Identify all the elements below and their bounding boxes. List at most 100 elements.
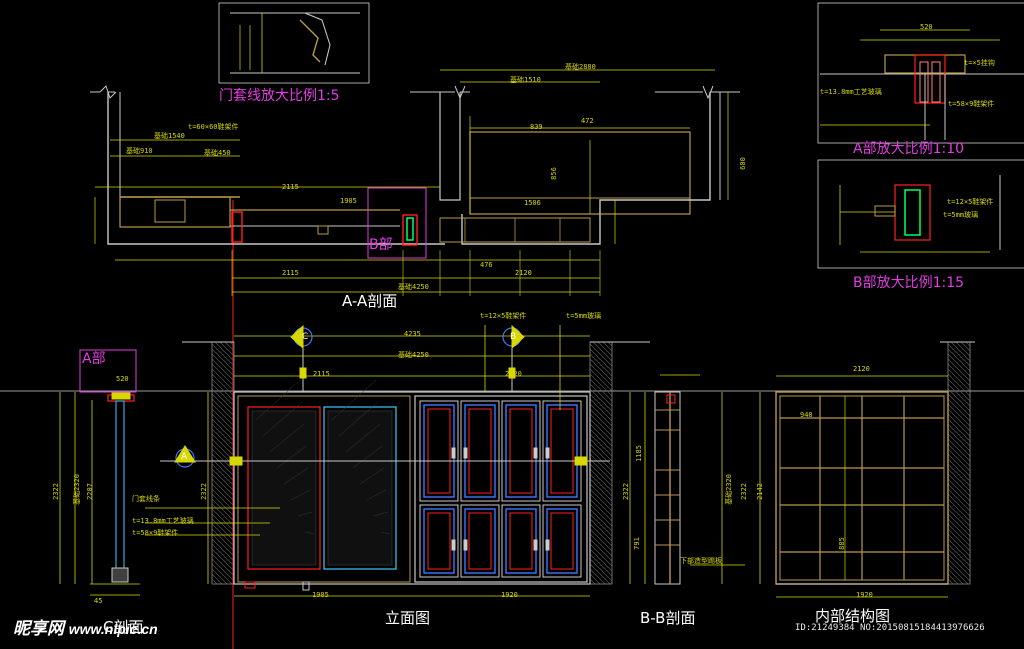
elev-wall-right-h-82 — [589, 423, 613, 447]
note-t58-a: t=58×9鞋架件 — [948, 100, 995, 108]
marker-a-label: A — [181, 452, 188, 462]
dim-2322-int: 2322 — [739, 483, 748, 500]
int-wall-right-h-22 — [947, 363, 971, 387]
elev-wall-right-h-7 — [589, 348, 613, 372]
glass-reflect-r-3 — [352, 445, 383, 469]
int-wall-right-h-202 — [947, 543, 971, 567]
dim-1920-int: 1920 — [856, 591, 873, 599]
int-wall-right-h-182 — [947, 523, 971, 547]
marker-a-arrow — [174, 445, 196, 463]
panel-top-0 — [419, 400, 459, 502]
int-wall-right-h-122 — [947, 463, 971, 487]
elev-wall-right-h-107 — [589, 448, 613, 472]
handle-bot-2 — [533, 539, 538, 551]
handle-top-1 — [463, 447, 468, 459]
elev-wall-left-h18 — [229, 341, 235, 347]
int-wall-right-h-27 — [947, 368, 971, 392]
dim-476: 476 — [480, 261, 493, 269]
elev-wall-right-h-157 — [589, 498, 613, 522]
marker-b-label: B — [510, 332, 517, 342]
elev-wall-right-h-217 — [589, 558, 613, 582]
detail-a-top-board — [884, 54, 966, 74]
elev-wall-left-h3 — [214, 341, 235, 362]
c-a-part-callout — [79, 349, 137, 393]
int-wall-right-h-172 — [947, 513, 971, 537]
dim-2115-aa-b: 2115 — [282, 269, 299, 277]
dim-940: 940 — [800, 411, 813, 419]
int-wall-right-h-217 — [947, 558, 971, 582]
panel-bot-0 — [419, 504, 459, 578]
dim-450: 基础450 — [204, 149, 231, 157]
dim-1506: 1506 — [524, 199, 541, 207]
glass-reflect-l-5 — [290, 489, 311, 501]
elev-wall-right-h-37 — [589, 378, 613, 402]
glass-reflect-r-6 — [373, 511, 389, 517]
aa-wall-mid — [439, 92, 461, 201]
int-wall-right-h-137 — [947, 478, 971, 502]
glass-reflect-l-2 — [269, 423, 305, 453]
elev-wall-left-h13 — [224, 341, 235, 352]
elev-wall-right-h3 — [592, 341, 613, 362]
elev-wall-right-h-222 — [589, 563, 611, 585]
elev-wall-left-h-227 — [211, 568, 228, 585]
panel-top-red-2 — [509, 408, 533, 494]
c-top-cap-inner — [111, 392, 131, 400]
elev-wall-right-h-177 — [589, 518, 613, 542]
dim-1920: 1920 — [501, 591, 518, 599]
marker-b-arrow — [511, 324, 525, 350]
elev-wall-right-h-152 — [589, 493, 613, 517]
aa-break-3 — [702, 85, 714, 100]
elev-wall-left-h-22 — [211, 363, 235, 387]
door-trim-detail-frame — [218, 2, 370, 84]
elev-left-glass — [251, 410, 317, 566]
int-wall-right-h-72 — [947, 413, 971, 437]
elev-wall-right-h-137 — [589, 478, 613, 502]
aa-red-post-left — [231, 211, 243, 243]
dim-520-c: 520 — [116, 375, 129, 383]
handle-top-0 — [451, 447, 456, 459]
elev-wall-right-h-17 — [589, 358, 613, 382]
elev-wall-left-h-52 — [211, 393, 235, 417]
dim-2207: 2207 — [85, 483, 94, 500]
elev-wall-left-h-57 — [211, 398, 235, 422]
glass-reflect-r-0 — [331, 379, 377, 421]
panel-bot-1 — [460, 504, 500, 578]
int-wall-right-h-222 — [947, 563, 969, 585]
door-trim-detail-title: 门套线放大比例1:5 — [219, 88, 340, 104]
panel-bot-red-3 — [550, 512, 574, 570]
dim-45: 45 — [94, 597, 103, 605]
elev-wall-right-h-92 — [589, 433, 613, 457]
note-hook: t=×5挂钩 — [964, 59, 995, 67]
elev-wall-left-h-7 — [211, 348, 235, 372]
elev-wall-right-h-127 — [589, 468, 613, 492]
c-foot — [111, 567, 129, 583]
dim-2142: 2142 — [755, 483, 764, 500]
int-wall-right-h-62 — [947, 403, 971, 427]
dim-2322: 2322 — [199, 483, 208, 500]
dim-4250: 基础4250 — [398, 351, 429, 359]
elev-wall-right-h-2 — [589, 343, 613, 367]
elev-yellow-marker-3 — [299, 367, 307, 379]
dim-839: 839 — [530, 123, 543, 131]
note-t12-b: t=12×5鞋架件 — [947, 198, 994, 206]
elev-wall-right-h-162 — [589, 503, 613, 527]
dim-520: 520 — [920, 23, 933, 31]
int-wall-right-h-162 — [947, 503, 971, 527]
detail-b-bracket — [874, 205, 896, 217]
elev-wall-left-h-27 — [211, 368, 235, 392]
int-wall-right-h13 — [960, 341, 971, 352]
elev-wall-right-h-32 — [589, 373, 613, 397]
a-part-label: A部 — [82, 351, 106, 367]
glass-reflect-l-0 — [255, 379, 301, 421]
elev-wall-left-h-47 — [211, 388, 235, 412]
watermark-site: www.nipic.cn — [68, 621, 158, 637]
handle-top-2 — [533, 447, 538, 459]
elev-wall-left-h-107 — [211, 448, 235, 472]
section-c-title: C剖面 — [103, 618, 144, 636]
aa-break-1 — [99, 85, 117, 99]
watermark-brand-text: 昵享网 — [13, 619, 64, 638]
int-wall-right-h-117 — [947, 458, 971, 482]
elev-wall-left-h-152 — [211, 493, 235, 517]
elev-wall-right-h-112 — [589, 453, 613, 477]
interior-structure-title: 内部结构图 — [815, 607, 891, 625]
